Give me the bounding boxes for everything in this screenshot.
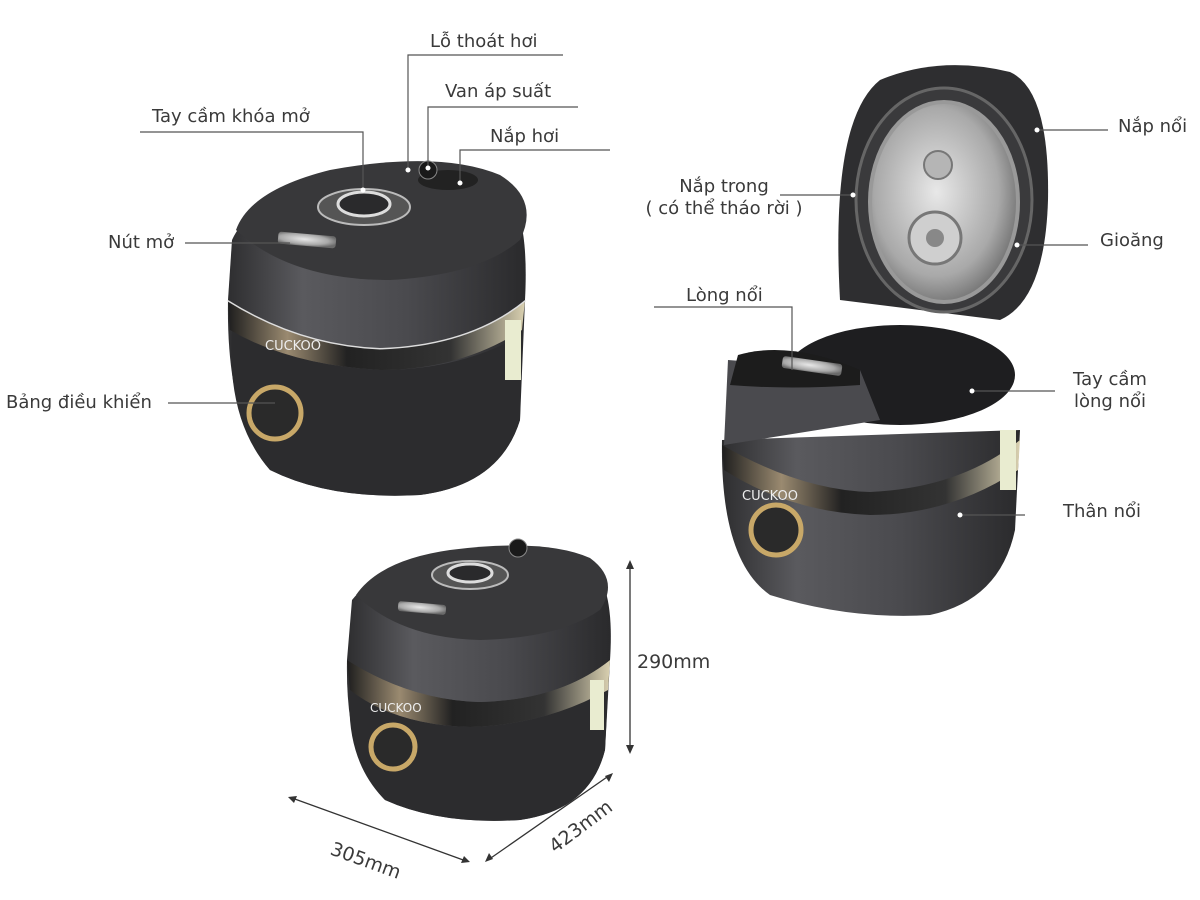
leader-inner-pot <box>654 306 793 370</box>
label-gasket: Gioăng <box>1100 230 1164 251</box>
label-pot-handle: Tay cầm lòng nổi <box>1060 369 1160 413</box>
brand-logo-2: CUCKOO <box>742 489 798 504</box>
label-pressure-valve: Van áp suất <box>445 81 552 102</box>
dimension-arrows <box>288 560 634 863</box>
label-pot-handle-line1: Tay cầm <box>1073 369 1147 390</box>
label-control-panel: Bảng điều khiển <box>6 392 152 413</box>
leader-lock-handle <box>140 131 364 190</box>
label-steam-vent: Lỗ thoát hơi <box>430 31 538 52</box>
label-open-button: Nút mở <box>108 232 175 253</box>
leader-steam-cap <box>459 149 610 183</box>
leader-steam-vent <box>407 54 563 170</box>
label-inner-lid-line2: ( có thể tháo rời ) <box>645 198 803 219</box>
label-outer-lid: Nắp nổi <box>1118 116 1188 137</box>
brand-logo-3: CUCKOO <box>370 701 422 715</box>
rice-cooker-dimensions: CUCKOO <box>346 538 611 821</box>
width-arrow <box>291 797 467 862</box>
rice-cooker-open: CUCKOO <box>721 65 1049 616</box>
rice-cooker-closed-main: CUCKOO <box>227 160 527 496</box>
label-lock-handle: Tay cầm khóa mở <box>152 106 310 127</box>
label-inner-pot: Lòng nổi <box>686 285 763 306</box>
leader-pressure-valve <box>427 106 578 168</box>
label-pot-handle-line2: lòng nổi <box>1074 391 1146 412</box>
dimension-height: 290mm <box>637 651 711 673</box>
label-inner-lid-line1: Nắp trong <box>679 176 769 197</box>
leader-lines <box>140 54 1108 516</box>
leader-dots <box>360 127 1040 518</box>
depth-arrow <box>487 774 611 861</box>
label-inner-lid: Nắp trong ( có thể tháo rời ) <box>640 176 808 220</box>
label-steam-cap: Nắp hơi <box>490 126 560 147</box>
brand-logo: CUCKOO <box>265 339 321 354</box>
label-body: Thân nổi <box>1063 501 1141 522</box>
